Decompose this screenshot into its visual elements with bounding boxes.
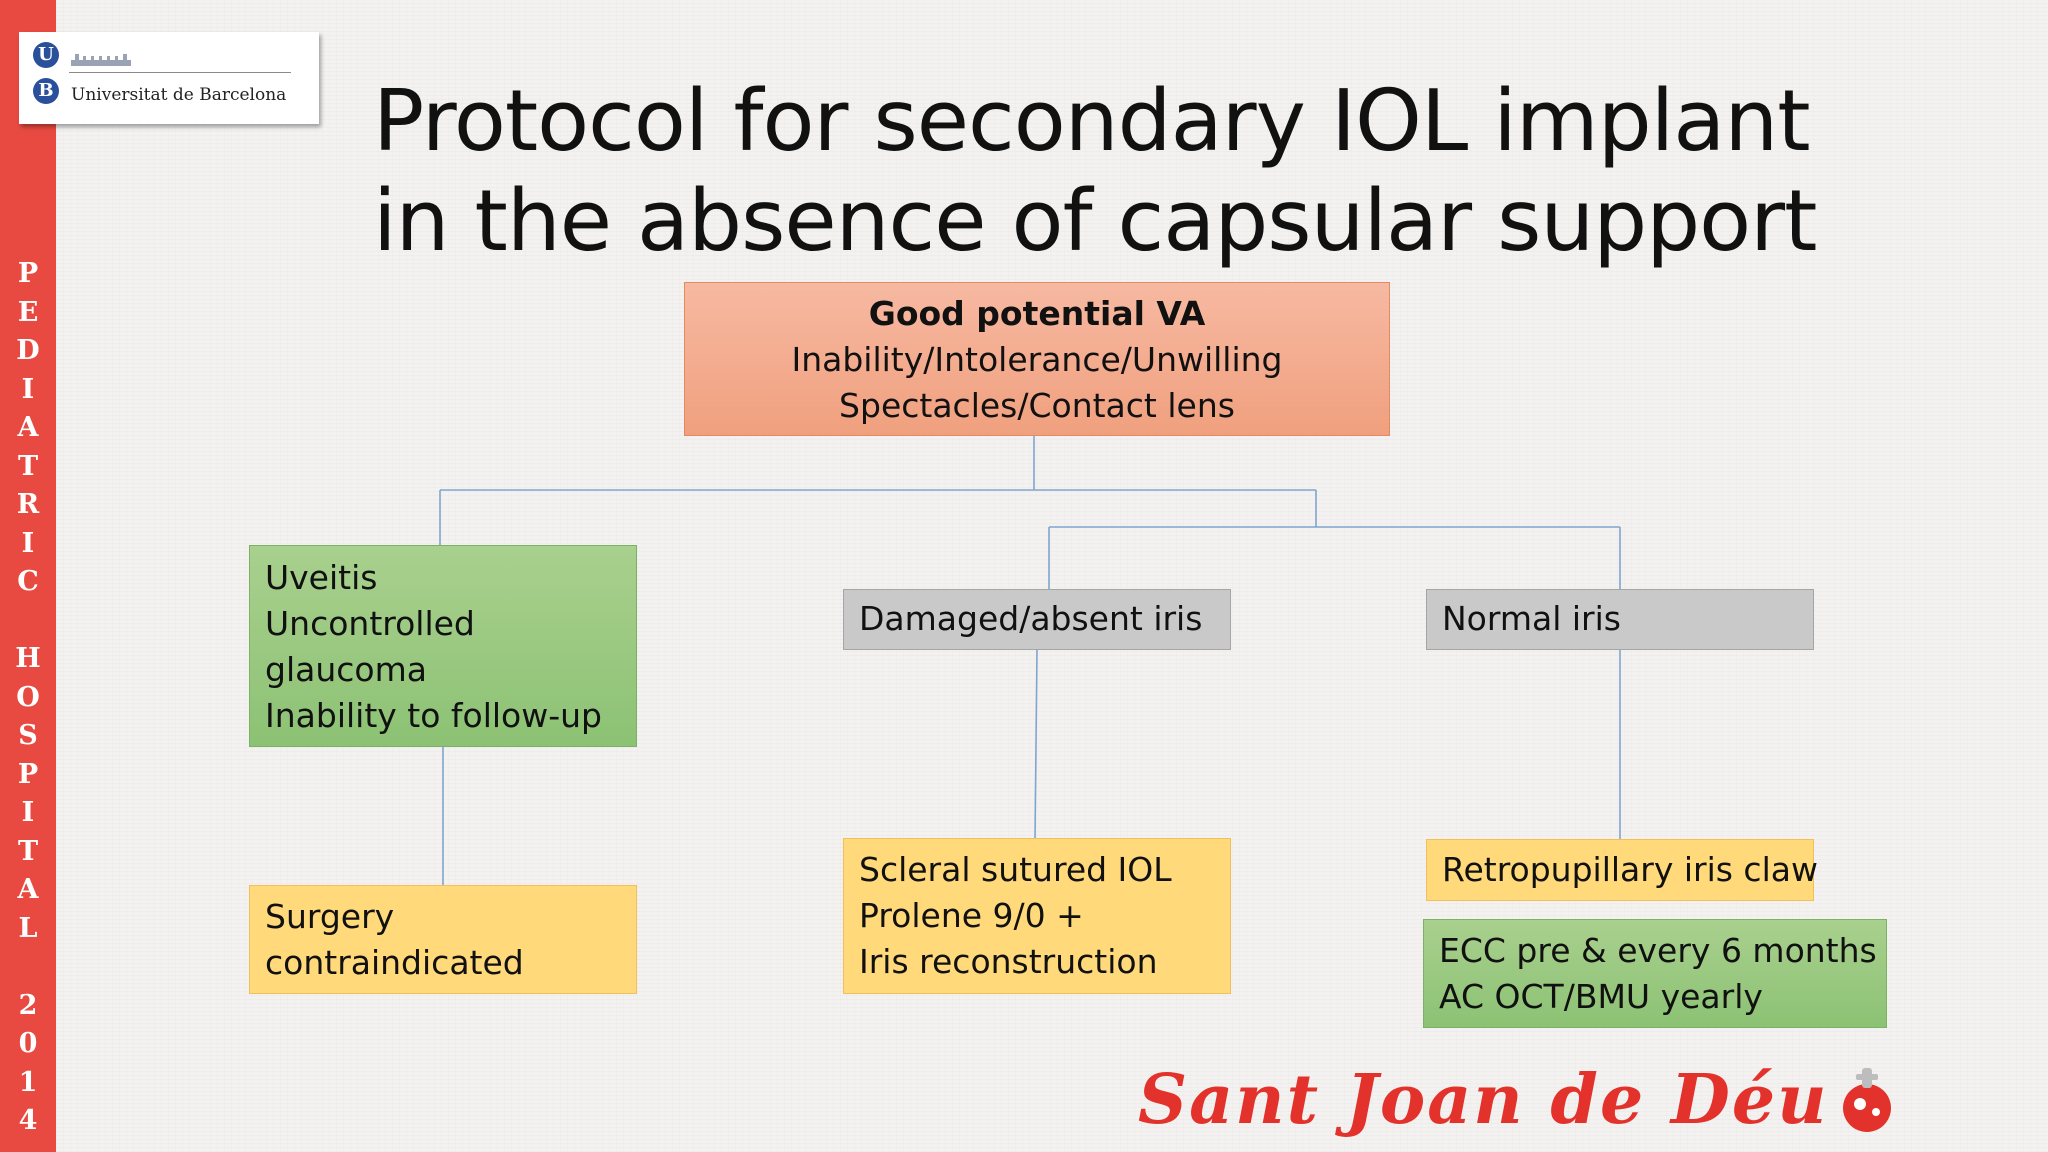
building-icon bbox=[71, 54, 131, 66]
side-letter: A bbox=[17, 874, 39, 905]
side-letter: T bbox=[17, 450, 39, 482]
side-letter: 0 bbox=[18, 1028, 38, 1059]
side-letter: 2 bbox=[18, 989, 38, 1021]
hospital-brand-logo: Sant Joan de Déu bbox=[1138, 1060, 1829, 1140]
side-letter: I bbox=[21, 527, 35, 559]
root-node: Good potential VA Inability/Intolerance/… bbox=[684, 282, 1390, 436]
contraindication-line: Uveitis bbox=[265, 558, 378, 597]
scleral-line: Iris reconstruction bbox=[859, 942, 1158, 981]
side-letter: I bbox=[21, 797, 35, 828]
logo-u-icon: U bbox=[33, 42, 59, 68]
contraindication-line: Inability to follow-up bbox=[265, 696, 602, 735]
side-letter: H bbox=[15, 643, 41, 674]
iris-claw-node: Retropupillary iris claw bbox=[1426, 839, 1818, 901]
root-node-line: Inability/Intolerance/Unwilling bbox=[791, 340, 1283, 379]
side-letter: R bbox=[16, 489, 40, 520]
side-letter: I bbox=[21, 373, 35, 405]
logo-divider bbox=[69, 72, 291, 73]
scleral-line: Prolene 9/0 + bbox=[859, 896, 1084, 935]
side-banner bbox=[0, 0, 56, 1152]
scleral-iol-node: Scleral sutured IOL Prolene 9/0 + Iris r… bbox=[843, 838, 1231, 994]
contraindication-line: Uncontrolled bbox=[265, 604, 475, 643]
side-letter: A bbox=[17, 412, 39, 443]
scleral-line: Scleral sutured IOL bbox=[859, 850, 1172, 889]
hospital-emblem-icon bbox=[1843, 1068, 1891, 1132]
side-banner-text: P E D I A T R I C H O S P I T A L 2 0 1 … bbox=[0, 255, 56, 1141]
side-letter: S bbox=[18, 720, 38, 751]
contraindications-node: Uveitis Uncontrolled glaucoma Inability … bbox=[249, 545, 637, 747]
title-line: in the absence of capsular support bbox=[373, 172, 1817, 271]
title-line: Protocol for secondary IOL implant bbox=[373, 72, 1811, 171]
surgery-line: contraindicated bbox=[265, 943, 524, 982]
university-logo: U B Universitat de Barcelona bbox=[19, 32, 319, 124]
connector bbox=[1034, 649, 1038, 839]
contraindication-line: glaucoma bbox=[265, 650, 427, 689]
logo-b-icon: B bbox=[33, 78, 59, 104]
damaged-iris-node: Damaged/absent iris bbox=[843, 589, 1231, 650]
side-letter: E bbox=[17, 296, 39, 328]
side-letter: 1 bbox=[18, 1066, 38, 1098]
side-letter: O bbox=[16, 681, 40, 713]
side-letter: P bbox=[17, 758, 39, 790]
surgery-contraindicated-node: Surgery contraindicated bbox=[249, 885, 637, 994]
side-letter: D bbox=[16, 335, 40, 366]
university-name: Universitat de Barcelona bbox=[71, 85, 287, 105]
surgery-line: Surgery bbox=[265, 897, 395, 936]
side-letter: L bbox=[18, 912, 38, 944]
normal-iris-label: Normal iris bbox=[1442, 599, 1621, 638]
iris-claw-label: Retropupillary iris claw bbox=[1442, 850, 1818, 889]
side-letter: C bbox=[17, 566, 39, 597]
side-letter: P bbox=[17, 258, 39, 289]
followup-line: ECC pre & every 6 months bbox=[1439, 931, 1877, 970]
side-letter: 4 bbox=[18, 1105, 38, 1136]
root-node-line: Spectacles/Contact lens bbox=[839, 386, 1235, 425]
damaged-iris-label: Damaged/absent iris bbox=[859, 599, 1203, 638]
root-node-heading: Good potential VA bbox=[868, 294, 1206, 333]
followup-node: ECC pre & every 6 months AC OCT/BMU year… bbox=[1423, 919, 1887, 1028]
side-letter: T bbox=[17, 835, 39, 867]
normal-iris-node: Normal iris bbox=[1426, 589, 1814, 650]
followup-line: AC OCT/BMU yearly bbox=[1439, 977, 1763, 1016]
slide-title: Protocol for secondary IOL implant in th… bbox=[373, 72, 1817, 272]
